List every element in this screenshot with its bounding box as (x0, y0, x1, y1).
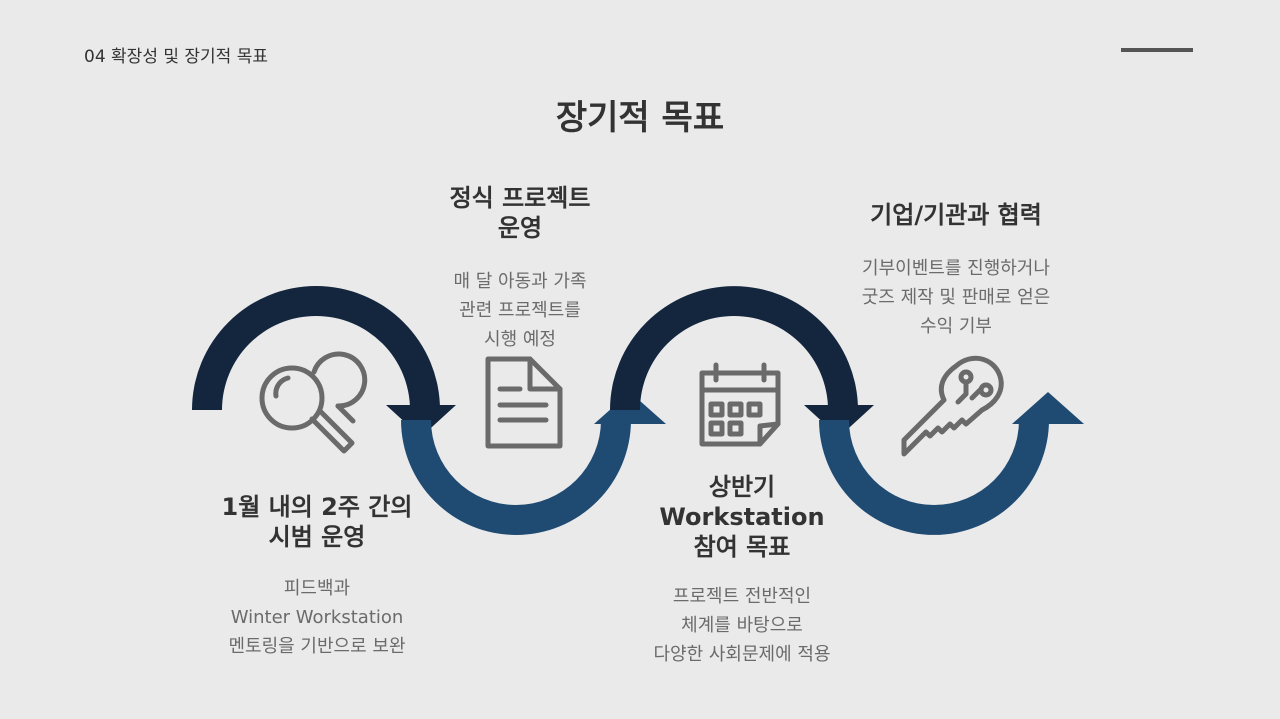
step-workstation-title: 상반기 Workstation 참여 목표 (659, 473, 825, 561)
step-workstation: 상반기 Workstation 참여 목표 프로젝트 전반적인 체계를 바탕으로… (612, 472, 872, 669)
bowl-1-band (401, 420, 631, 535)
step-partnership: 기업/기관과 협력 기부이벤트를 진행하거나 굿즈 제작 및 판매로 얻은 수익… (820, 200, 1092, 341)
step-workstation-description: 프로젝트 전반적인 체계를 바탕으로 다양한 사회문제에 적용 (653, 586, 831, 665)
document-icon (485, 356, 563, 449)
step-official: 정식 프로젝트 운영 매 달 아동과 가족 관련 프로젝트를 시행 예정 (395, 183, 645, 354)
step-pilot: 1월 내의 2주 간의 시범 운영 피드백과 Winter Workstatio… (187, 492, 447, 661)
arch-1 (192, 286, 440, 410)
step-partnership-title: 기업/기관과 협력 (870, 201, 1042, 229)
step-official-title: 정식 프로젝트 운영 (449, 184, 591, 242)
step-partnership-description: 기부이벤트를 진행하거나 굿즈 제작 및 판매로 얻은 수익 기부 (861, 258, 1051, 337)
calendar-icon (699, 362, 781, 447)
step-pilot-description: 피드백과 Winter Workstation 멘토링을 기반으로 보완 (228, 578, 406, 657)
arch-2 (610, 286, 858, 410)
page-title: 장기적 목표 (555, 98, 725, 138)
key-icon (901, 355, 1004, 457)
arrowhead-up-2 (1012, 392, 1084, 424)
section-label: 04 확장성 및 장기적 목표 (84, 47, 269, 67)
step-official-description: 매 달 아동과 가족 관련 프로젝트를 시행 예정 (453, 271, 587, 350)
bowl-2 (819, 420, 1049, 535)
magnifier-icon (259, 351, 368, 454)
header-rule (1121, 48, 1193, 52)
step-pilot-title: 1월 내의 2주 간의 시범 운영 (221, 493, 413, 551)
